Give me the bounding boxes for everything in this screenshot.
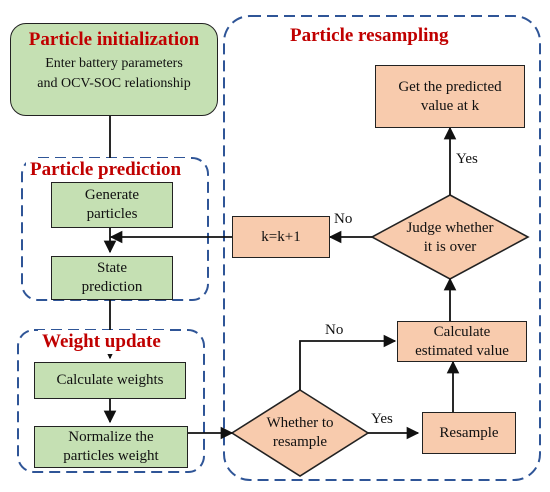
- node-resample-label: Resample: [439, 424, 499, 441]
- decision-resample-line1: Whether to: [266, 415, 334, 431]
- node-calculate-weights-label: Calculate weights: [56, 372, 164, 388]
- group-weight-title: Weight update: [38, 330, 165, 354]
- node-normalize-line2: particles weight: [63, 448, 159, 464]
- edge-label-yes-judge: Yes: [456, 151, 478, 167]
- node-generate-line1: Generate: [84, 187, 140, 203]
- node-state-line2: prediction: [81, 279, 143, 295]
- decision-judge-line1: Judge whether: [406, 220, 494, 236]
- edge-label-yes-resample: Yes: [371, 411, 393, 427]
- node-generate-particles: Generate particles: [51, 182, 173, 228]
- node-get-predicted-value: Get the predicted value at k: [375, 65, 525, 128]
- group-resampling-border: [223, 15, 541, 481]
- node-resample: Resample: [422, 412, 516, 454]
- node-calculate-estimated-value: Calculate estimated value: [397, 321, 527, 362]
- node-k-increment-label: k=k+1: [261, 228, 301, 245]
- edge-label-no-judge: No: [334, 211, 353, 227]
- group-prediction-title: Particle prediction: [26, 158, 186, 182]
- node-particle-initialization: Particle initialization Enter battery pa…: [10, 23, 218, 116]
- node-init-line1: Enter battery parameters: [45, 56, 183, 71]
- node-calc-est-line2: estimated value: [415, 342, 509, 359]
- group-resampling-title: Particle resampling: [286, 24, 453, 48]
- decision-judge-line2: it is over: [423, 239, 477, 255]
- node-k-increment: k=k+1: [232, 216, 330, 258]
- decision-resample-line2: resample: [272, 434, 328, 450]
- node-state-line1: State: [97, 260, 127, 276]
- edge-label-no-resample: No: [325, 322, 344, 338]
- node-init-title: Particle initialization: [28, 29, 200, 50]
- node-calculate-weights: Calculate weights: [34, 362, 186, 399]
- node-state-prediction: State prediction: [51, 256, 173, 300]
- node-normalize-weights: Normalize the particles weight: [34, 426, 188, 468]
- node-get-pred-line1: Get the predicted: [398, 78, 502, 95]
- decision-judge-text: Judge whether it is over: [380, 217, 520, 259]
- node-calc-est-line1: Calculate: [433, 323, 491, 340]
- decision-resample-shape: [230, 389, 370, 477]
- node-generate-line2: particles: [86, 206, 138, 222]
- node-get-pred-line2: value at k: [420, 97, 480, 114]
- node-init-line2: and OCV-SOC relationship: [37, 76, 191, 91]
- edge-decision-no-to-calc-estimated: [299, 334, 397, 390]
- node-normalize-line1: Normalize the: [68, 429, 154, 445]
- decision-resample-text: Whether to resample: [240, 412, 360, 454]
